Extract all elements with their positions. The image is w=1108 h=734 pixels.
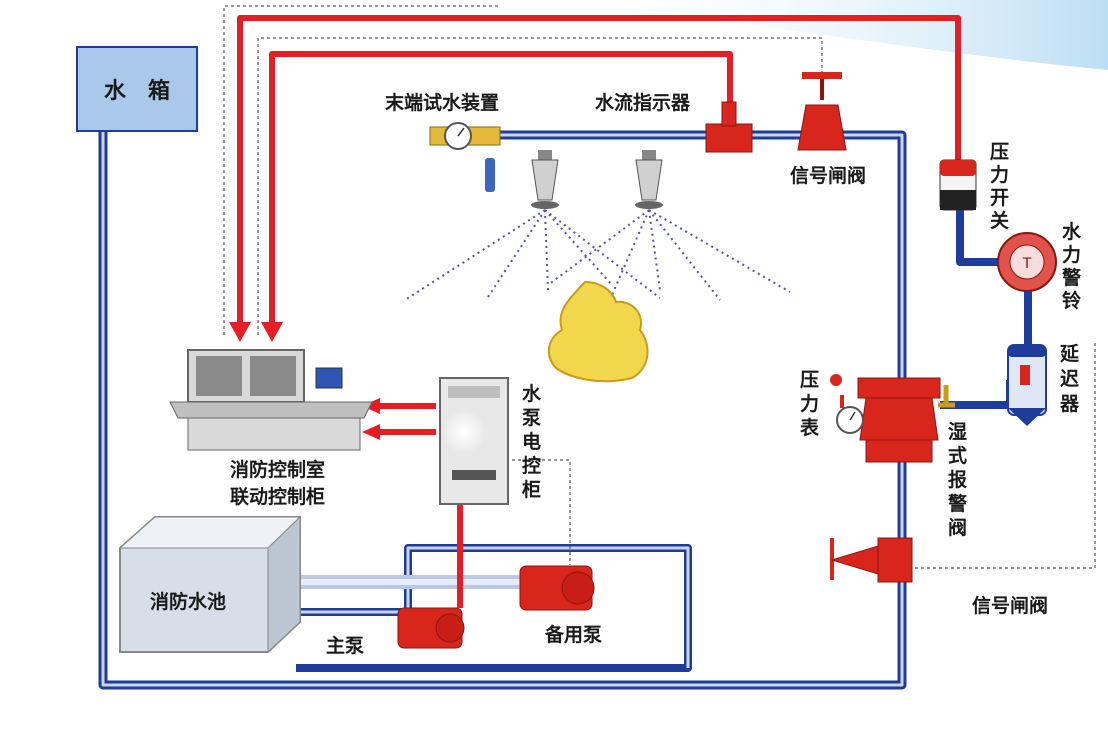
water-alarm-bell-icon: T [997, 232, 1057, 292]
signal-lines [237, 15, 961, 608]
water-alarm-bell-char: 水 [1062, 221, 1082, 243]
wet-alarm-valve-label: 湿 式 报 警 阀 [948, 421, 967, 539]
end-test-device-icon [429, 122, 501, 192]
pump-control-cabinet-label: 水 泵 电 控 柜 [522, 383, 542, 501]
water-tank [76, 46, 198, 132]
delay-device-char: 迟 [1060, 368, 1079, 390]
water-alarm-bell-char: 铃 [1062, 289, 1081, 312]
sprinkler-head-icon [635, 150, 663, 209]
pressure-switch-icon [939, 159, 977, 211]
sprinkler-head-icon [531, 150, 559, 209]
delay-device-char: 延 [1059, 343, 1080, 365]
feedback-dashed-lines [223, 5, 1096, 569]
signal-gate-valve-top-label: 信号闸阀 [790, 164, 866, 187]
control-console-icon [169, 349, 373, 451]
pump-control-cabinet-char: 水 [522, 383, 542, 405]
pressure-switch-char: 开 [990, 187, 1009, 209]
pressure-gauge-icon [830, 374, 864, 434]
pump-control-cabinet-char: 电 [522, 430, 541, 453]
sky-decoration [560, 0, 1108, 70]
water-tank-label: 水 箱 [104, 78, 170, 104]
pressure-gauge-char: 表 [800, 416, 820, 439]
wet-alarm-valve-char: 警 [948, 492, 967, 515]
wet-alarm-valve-icon [857, 377, 955, 463]
water-pipes [98, 130, 1032, 690]
main-pump-icon [397, 607, 465, 649]
water-alarm-bell-char: 力 [1062, 243, 1081, 266]
svg-text:T: T [1022, 256, 1032, 272]
water-alarm-bell-char: 警 [1062, 266, 1081, 289]
pressure-gauge-char: 力 [800, 392, 819, 415]
water-spray [404, 209, 791, 301]
delay-device-label: 延 迟 器 [1059, 343, 1080, 415]
pressure-switch-char: 压 [990, 141, 1009, 163]
wet-alarm-valve-char: 湿 [948, 421, 967, 443]
pump-control-cabinet-char: 控 [522, 454, 541, 477]
water-alarm-bell-label: 水 力 警 铃 [1062, 221, 1082, 312]
pressure-gauge-label: 压 力 表 [800, 369, 820, 439]
backup-pump-icon [519, 565, 595, 611]
wet-alarm-valve-char: 阀 [948, 516, 967, 539]
main-pump-label: 主泵 [326, 635, 364, 657]
fire-pool-label: 消防水池 [150, 590, 226, 613]
pump-control-cabinet-char: 柜 [522, 479, 541, 501]
delay-device-char: 器 [1059, 393, 1080, 415]
pump-control-cabinet-char: 泵 [522, 407, 541, 429]
signal-gate-valve-bottom-icon [830, 537, 913, 583]
pump-control-cabinet-icon [439, 377, 509, 505]
wet-alarm-valve-char: 式 [948, 444, 967, 467]
wet-alarm-valve-char: 报 [948, 468, 967, 491]
control-room-label-line2: 联动控制柜 [230, 485, 325, 508]
pressure-switch-char: 力 [990, 163, 1009, 186]
delay-device-icon [1007, 344, 1047, 426]
fire-icon [547, 280, 649, 383]
pressure-gauge-char: 压 [800, 369, 819, 391]
flow-indicator-label: 水流指示器 [595, 91, 691, 114]
fire-pool-icon [118, 515, 302, 654]
signal-arrowheads [229, 322, 380, 440]
end-test-device-label: 末端试水装置 [385, 91, 499, 114]
backup-pump-label: 备用泵 [544, 623, 602, 646]
flow-indicator-icon [705, 101, 753, 153]
control-room-label-line1: 消防控制室 [230, 458, 325, 481]
signal-gate-valve-bottom-label: 信号闸阀 [972, 594, 1048, 617]
signal-gate-valve-top-icon [797, 72, 847, 151]
pressure-switch-label: 压 力 开 关 [990, 141, 1009, 232]
pressure-switch-char: 关 [990, 209, 1009, 232]
